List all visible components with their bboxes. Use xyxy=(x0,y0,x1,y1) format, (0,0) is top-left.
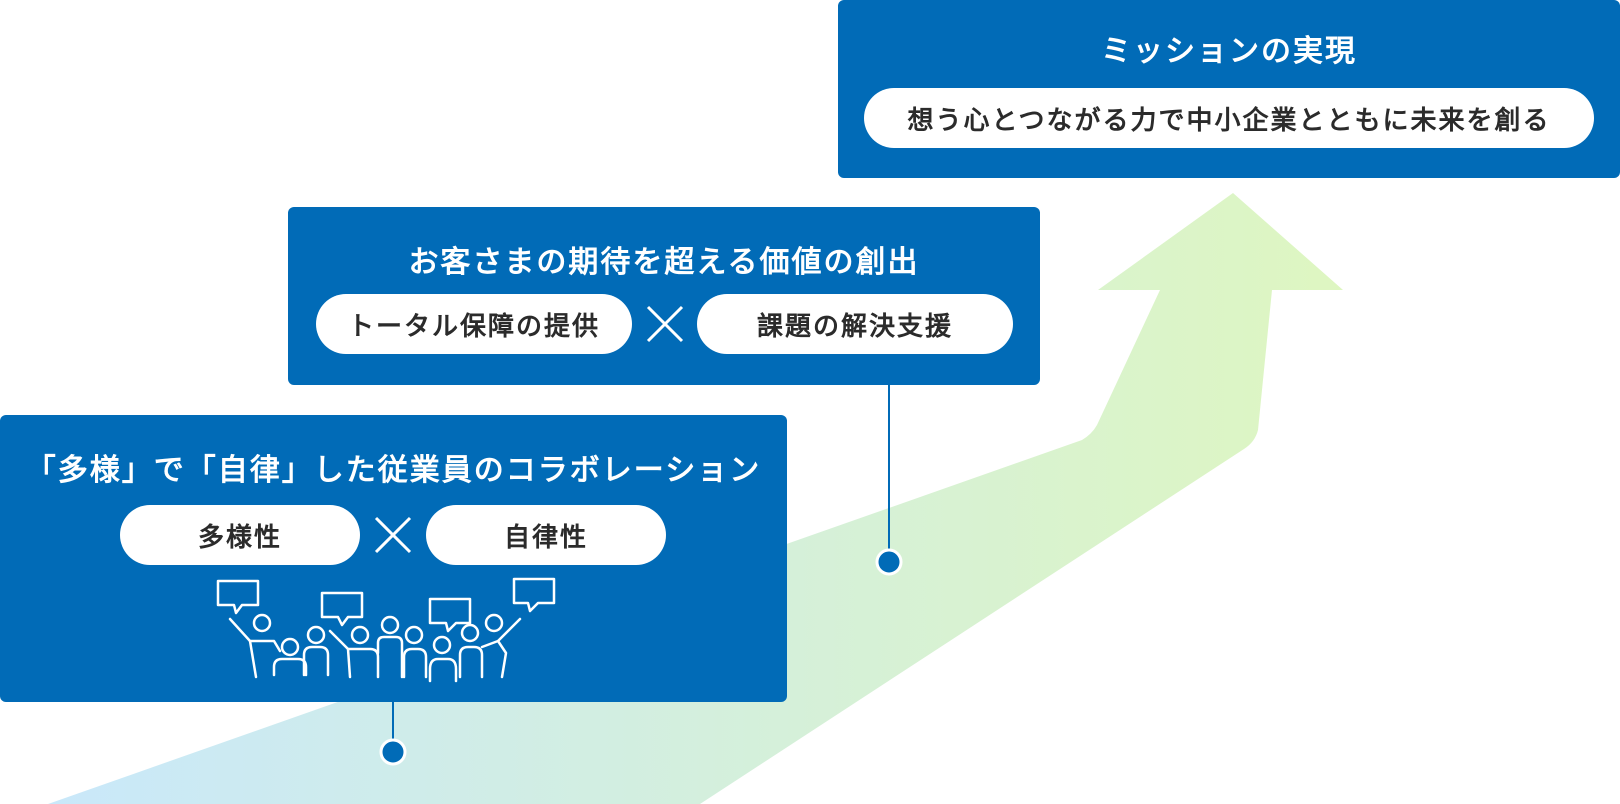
mission-title: ミッションの実現 xyxy=(1101,34,1357,69)
connector-dot-icon xyxy=(379,738,407,766)
autonomy-pill: 自律性 xyxy=(426,505,666,565)
employee-title: 「多様」で「自律」した従業員のコラボレーション xyxy=(25,453,762,488)
times-icon xyxy=(646,305,684,343)
customer-card: お客さまの期待を超える価値の創出 トータル保障の提供 課題の解決支援 xyxy=(288,207,1040,385)
mission-card: ミッションの実現 想う心とつながる力で中小企業とともに未来を創る xyxy=(838,0,1620,178)
speech-bubble-icon xyxy=(216,579,260,615)
speech-bubble-icon xyxy=(428,597,472,633)
total-coverage-pill: トータル保障の提供 xyxy=(316,294,632,354)
people-icon xyxy=(216,577,556,683)
mission-statement-pill: 想う心とつながる力で中小企業とともに未来を創る xyxy=(864,88,1594,148)
speech-bubble-icon xyxy=(320,591,364,627)
problem-solving-pill: 課題の解決支援 xyxy=(697,294,1013,354)
customer-connector xyxy=(875,384,903,576)
customer-title: お客さまの期待を超える価値の創出 xyxy=(408,245,920,280)
times-icon xyxy=(374,516,412,554)
employee-card: 「多様」で「自律」した従業員のコラボレーション 多様性 自律性 xyxy=(0,415,787,702)
speech-bubble-icon xyxy=(512,577,556,613)
employee-connector xyxy=(379,700,407,766)
diversity-pill: 多様性 xyxy=(120,505,360,565)
connector-dot-icon xyxy=(875,548,903,576)
